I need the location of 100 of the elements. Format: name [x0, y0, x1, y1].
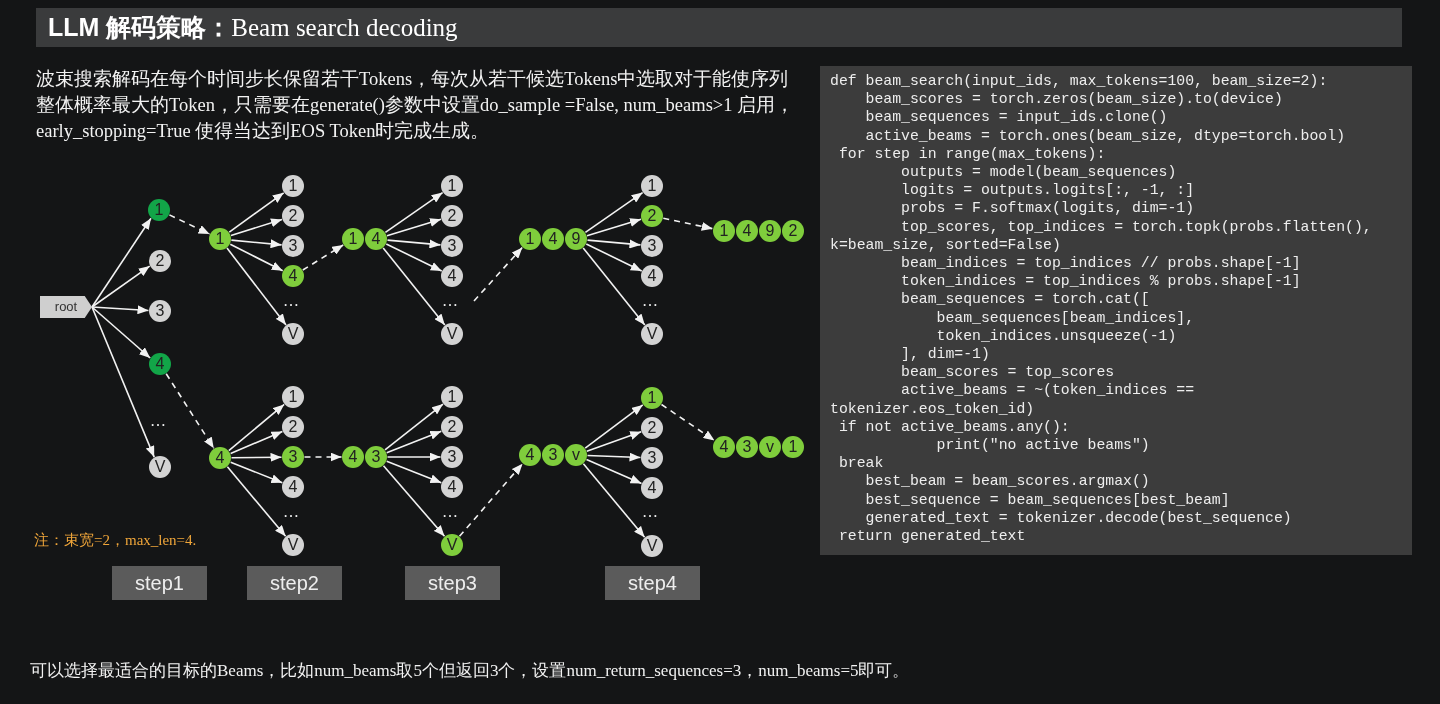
arrow: [229, 430, 284, 455]
arrow: [586, 239, 642, 249]
token-circle: V: [282, 323, 304, 345]
code-line: beam_sequences[beam_indices],: [935, 308, 1196, 327]
code-line: print("no active beams"): [935, 436, 1151, 455]
arrow: [385, 243, 443, 272]
token-circle: 4: [713, 436, 735, 458]
token-circle: 2: [441, 416, 463, 438]
token-circle: 2: [441, 205, 463, 227]
code-line: best_beam = beam_scores.argmax(): [864, 472, 1151, 491]
token-circle: 2: [282, 205, 304, 227]
code-line: beam_indices = top_indices // probs.shape[-1]: [900, 254, 1302, 273]
ellipsis: …: [150, 412, 166, 430]
code-line: for step in range(max_tokens):: [837, 144, 1107, 163]
code-line: logits = outputs.logits[:, -1, :]: [900, 181, 1196, 200]
arrow: [386, 452, 442, 462]
arrow: [582, 247, 646, 326]
token-circle: 1: [641, 175, 663, 197]
token-circle: 2: [641, 417, 663, 439]
token-circle: 1: [282, 386, 304, 408]
token-circle: V: [149, 456, 171, 478]
token-circle: 4: [641, 265, 663, 287]
token-circle: v: [565, 444, 587, 466]
arrow: [384, 403, 444, 451]
token-circle: 1: [782, 436, 804, 458]
dashed-arrow: [168, 214, 211, 235]
ellipsis: …: [283, 503, 299, 521]
token-circle: 3: [365, 446, 387, 468]
arrow: [226, 466, 287, 537]
arrow: [385, 430, 443, 454]
ellipsis: …: [642, 503, 658, 521]
arrow: [91, 305, 150, 315]
code-line: beam_sequences = torch.cat([: [900, 290, 1151, 309]
code-line: best_sequence = beam_sequences[best_beam]: [864, 490, 1231, 509]
token-circle: 9: [565, 228, 587, 250]
token-circle: 3: [641, 235, 663, 257]
arrow: [584, 191, 644, 234]
token-circle: 1: [641, 387, 663, 409]
token-circle: 3: [282, 235, 304, 257]
arrow: [585, 458, 643, 485]
arrow: [586, 431, 642, 452]
dashed-arrow: [662, 217, 714, 231]
code-line: active_beams = ~(token_indices == tokenizer.eos_token_id): [830, 381, 1196, 418]
token-circle: V: [282, 534, 304, 556]
token-circle: 2: [782, 220, 804, 242]
token-circle: 2: [282, 416, 304, 438]
token-circle: 2: [149, 250, 171, 272]
code-line: if not active_beams.any():: [837, 417, 1071, 437]
token-circle: 3: [149, 300, 171, 322]
step-label-box: step1: [112, 566, 207, 600]
token-circle: V: [441, 323, 463, 345]
token-circle: 1: [282, 175, 304, 197]
token-circle: 4: [365, 228, 387, 250]
arrow: [586, 452, 642, 462]
code-line: break: [837, 454, 885, 473]
step-label-box: step2: [247, 566, 342, 600]
arrow: [382, 464, 446, 538]
token-circle: 4: [282, 265, 304, 287]
code-line: token_indices = top_indices % probs.shape[-1]: [900, 272, 1302, 291]
arrow: [91, 306, 155, 458]
arrow: [385, 460, 443, 484]
token-circle: 4: [209, 447, 231, 469]
code-line: beam_scores = top_scores: [900, 363, 1116, 382]
dashed-arrow: [165, 372, 215, 450]
token-circle: 4: [441, 476, 463, 498]
dashed-arrow: [660, 403, 716, 442]
token-circle: V: [441, 534, 463, 556]
arrow: [228, 192, 285, 233]
footer-text: 可以选择最适合的目标的Beams，比如num_beams取5个但返回3个，设置num_return_sequences=3，num_beams=5即可。: [30, 660, 910, 682]
token-circle: 3: [542, 444, 564, 466]
token-circle: 3: [282, 446, 304, 468]
slide-title: LLM 解码策略：Beam search decoding: [36, 8, 1402, 47]
dashed-arrow: [303, 452, 343, 462]
arrow: [384, 191, 444, 234]
arrow: [230, 218, 283, 237]
token-circle: V: [641, 323, 663, 345]
arrow: [226, 247, 287, 326]
arrow: [229, 243, 284, 272]
token-circle: 4: [149, 353, 171, 375]
code-line: top_scores, top_indices = torch.topk(probs.flatten(), k=beam_size, sorted=False): [830, 217, 1373, 255]
arrow: [91, 265, 151, 308]
token-circle: 3: [641, 447, 663, 469]
token-circle: 4: [542, 228, 564, 250]
arrow: [229, 461, 284, 484]
arrow: [386, 239, 442, 249]
arrow: [582, 463, 646, 538]
arrow: [91, 306, 151, 359]
dashed-arrow: [302, 244, 344, 271]
arrow: [386, 218, 442, 237]
token-circle: 3: [441, 446, 463, 468]
token-circle: 1: [713, 220, 735, 242]
code-line: ], dim=-1): [900, 345, 991, 364]
token-circle: 3: [736, 436, 758, 458]
code-line: return generated_text: [837, 527, 1027, 546]
root-tag: root: [40, 296, 92, 318]
arrow: [230, 452, 283, 462]
code-line: probs = F.softmax(logits, dim=-1): [900, 199, 1196, 218]
code-line: generated_text = tokenizer.decode(best_sequence): [864, 508, 1293, 528]
dashed-arrow: [473, 246, 524, 302]
arrow: [584, 404, 644, 449]
